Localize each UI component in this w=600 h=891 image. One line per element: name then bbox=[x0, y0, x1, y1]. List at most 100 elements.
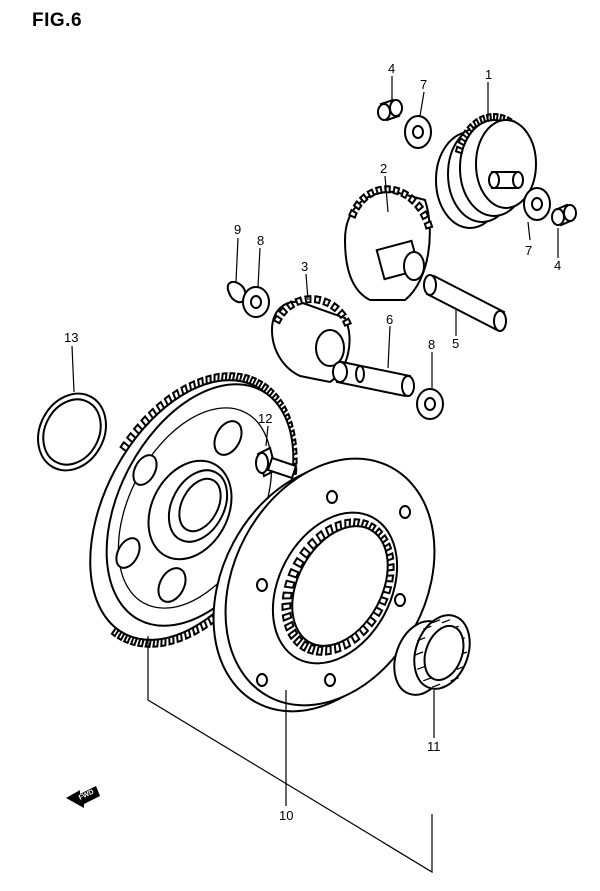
gear-tooth bbox=[183, 628, 192, 641]
part-6-shaft bbox=[332, 360, 415, 398]
gear-tooth bbox=[132, 423, 144, 436]
gear-tooth bbox=[119, 440, 131, 453]
part-3-small-gear bbox=[270, 295, 353, 384]
callout-2: 2 bbox=[380, 161, 387, 176]
needle-roller bbox=[450, 677, 459, 682]
needle-roller bbox=[441, 619, 451, 624]
part-10-clutch-housing bbox=[212, 457, 436, 713]
gear-tooth bbox=[171, 388, 181, 401]
leader-lines bbox=[71, 76, 559, 874]
gear-tooth bbox=[191, 624, 200, 637]
needle-roller bbox=[414, 651, 424, 656]
gear-tooth bbox=[313, 295, 322, 305]
callout-12: 12 bbox=[258, 411, 272, 426]
part-4-bushing-right bbox=[551, 203, 577, 227]
gear-tooth bbox=[392, 185, 401, 196]
gear-tooth bbox=[322, 297, 332, 308]
gear-tooth bbox=[287, 628, 299, 641]
callout-10: 10 bbox=[279, 808, 293, 823]
gear-tooth bbox=[352, 199, 363, 211]
gear-tooth bbox=[160, 637, 167, 648]
part-7-washer-top bbox=[404, 115, 432, 149]
part-8-washer-left bbox=[242, 286, 270, 318]
gear-tooth bbox=[315, 645, 324, 656]
gear-tooth bbox=[220, 372, 228, 382]
gear-tooth bbox=[281, 602, 292, 612]
gear-tooth bbox=[400, 188, 410, 200]
gear-tooth bbox=[129, 636, 139, 647]
gear-tooth bbox=[281, 611, 293, 623]
callout-7-top: 7 bbox=[420, 77, 427, 92]
gear-tooth bbox=[278, 306, 289, 317]
gear-tooth bbox=[419, 209, 430, 221]
gear-tooth bbox=[152, 638, 160, 648]
fwd-arrow-icon: FWD bbox=[66, 786, 100, 808]
callout-9: 9 bbox=[234, 222, 241, 237]
gear-tooth bbox=[329, 301, 341, 313]
gear-tooth bbox=[374, 185, 383, 195]
gear-tooth bbox=[281, 591, 293, 600]
gear-tooth bbox=[272, 314, 283, 325]
needle-roller bbox=[423, 625, 432, 630]
part-8-washer-right bbox=[416, 388, 444, 420]
callout-11: 11 bbox=[427, 739, 441, 754]
gear-tooth bbox=[341, 317, 353, 327]
callout-3: 3 bbox=[301, 259, 308, 274]
callout-7-right: 7 bbox=[525, 243, 532, 258]
callout-5: 5 bbox=[452, 336, 459, 351]
callout-8-right: 8 bbox=[428, 337, 435, 352]
gear-tooth bbox=[294, 296, 304, 307]
part-7-washer-right bbox=[523, 187, 551, 221]
gear-tooth bbox=[324, 644, 332, 656]
gear-tooth bbox=[116, 630, 126, 642]
gear-tooth bbox=[287, 567, 300, 579]
gear-tooth bbox=[472, 117, 481, 129]
callout-13: 13 bbox=[64, 330, 78, 345]
gear-tooth bbox=[110, 626, 120, 638]
callout-1: 1 bbox=[485, 67, 492, 82]
gear-tooth bbox=[254, 378, 264, 390]
gear-tooth bbox=[461, 129, 471, 140]
gear-tooth bbox=[180, 383, 189, 396]
callout-8-left: 8 bbox=[257, 233, 264, 248]
gear-tooth bbox=[140, 414, 151, 428]
gear-tooth bbox=[457, 136, 467, 147]
gear-tooth bbox=[285, 300, 296, 311]
needle-roller bbox=[441, 683, 451, 688]
gear-tooth bbox=[196, 376, 205, 388]
gear-tooth bbox=[466, 122, 476, 134]
needle-roller bbox=[423, 677, 432, 682]
gear-tooth bbox=[454, 145, 464, 155]
gear-tooth bbox=[407, 193, 418, 205]
gear-tooth bbox=[125, 431, 137, 444]
needle-roller bbox=[416, 665, 426, 670]
gear-tooth bbox=[478, 114, 487, 125]
part-4-bushing-top bbox=[377, 98, 403, 122]
gear-tooth bbox=[147, 407, 158, 420]
callout-labels: 1 4 7 2 7 4 9 8 3 6 5 8 13 12 11 10 bbox=[64, 61, 561, 823]
part-13-o-ring bbox=[37, 392, 107, 472]
gear-tooth bbox=[188, 379, 197, 392]
gear-tooth bbox=[228, 372, 236, 382]
gear-tooth bbox=[358, 192, 369, 204]
needle-roller bbox=[416, 637, 426, 642]
gear-tooth bbox=[348, 208, 358, 219]
gear-tooth bbox=[493, 112, 499, 122]
gear-tooth bbox=[283, 579, 296, 589]
gear-tooth bbox=[213, 372, 220, 383]
part-1-idle-gear-assembly bbox=[435, 112, 537, 229]
part-11-needle-bearing bbox=[393, 614, 471, 696]
part-12-bolt bbox=[255, 446, 298, 480]
gear-tooth bbox=[414, 201, 425, 213]
needle-roller bbox=[431, 683, 441, 688]
callout-4-right: 4 bbox=[554, 258, 561, 273]
callout-6: 6 bbox=[386, 312, 393, 327]
needle-roller bbox=[431, 619, 441, 624]
part-2-gear bbox=[343, 185, 434, 301]
gear-tooth bbox=[205, 374, 212, 386]
gear-tooth bbox=[366, 188, 376, 199]
gear-tooth bbox=[136, 637, 145, 648]
gear-tooth bbox=[292, 556, 306, 569]
gear-tooth bbox=[163, 394, 174, 407]
